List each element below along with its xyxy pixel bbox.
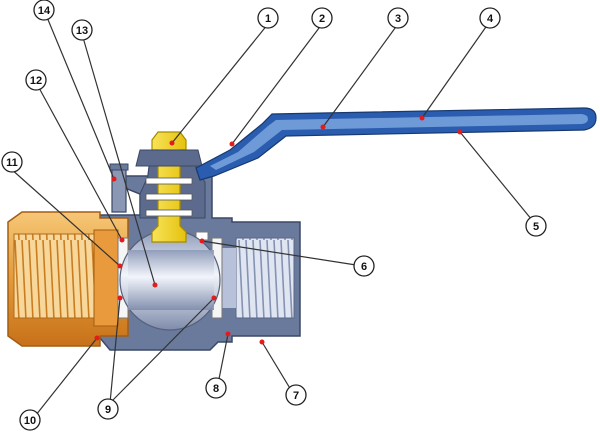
callout-label-10: 10 (24, 415, 36, 427)
leader-line-9b (109, 297, 215, 404)
marker-dot-4 (419, 115, 425, 121)
marker-dot-9b (211, 295, 217, 301)
callout-label-2: 2 (319, 13, 325, 25)
marker-dot-6 (199, 238, 205, 244)
end-connector (7, 211, 129, 347)
callout-label-6: 6 (361, 261, 367, 273)
callout-marker-icon (71, 19, 93, 41)
connector-collar (93, 229, 119, 327)
marker-dot-11 (117, 263, 123, 269)
marker-dot-7 (259, 339, 265, 345)
stop-pin-cap (109, 163, 129, 171)
callout-label-1: 1 (265, 13, 271, 25)
ball-bore (128, 250, 214, 310)
callout-marker-icon (285, 384, 307, 406)
leader-line-1 (171, 23, 269, 144)
callout-label-4: 4 (487, 13, 494, 25)
callout-label-8: 8 (213, 383, 219, 395)
callout-13: 13 (71, 19, 93, 41)
marker-dot-2 (229, 141, 235, 147)
stop-pin-body (111, 167, 127, 213)
leader-lines (9, 9, 533, 421)
leader-line-10 (31, 337, 98, 421)
callout-marker-icon (19, 409, 41, 431)
callout-label-9: 9 (105, 404, 111, 416)
gland-nut (135, 149, 203, 167)
leader-line-8 (217, 333, 229, 385)
callout-label-5: 5 (533, 221, 539, 233)
leader-line-12 (37, 85, 123, 241)
callout-marker-icon (205, 377, 227, 399)
callout-label-7: 7 (293, 390, 299, 402)
callout-marker-icon (257, 7, 279, 29)
marker-dot-14 (111, 176, 117, 182)
leader-line-14 (43, 9, 115, 180)
callout-marker-icon (1, 151, 23, 173)
marker-dots (94, 115, 463, 345)
leader-line-5 (459, 131, 533, 221)
callout-8: 8 (205, 377, 227, 399)
leader-line-9a (109, 297, 121, 404)
callout-marker-icon (353, 255, 375, 277)
callout-label-11: 11 (6, 157, 18, 169)
ball (119, 229, 221, 331)
callout-label-13: 13 (76, 25, 88, 37)
leader-line-2 (231, 23, 323, 145)
callout-marker-icon (387, 7, 409, 29)
stem (135, 131, 203, 243)
callout-4: 4 (479, 7, 501, 29)
callout-9: 9 (97, 398, 119, 420)
leader-line-13 (81, 33, 156, 286)
callout-marker-icon (33, 0, 55, 21)
callout-3: 3 (387, 7, 409, 29)
callout-5: 5 (525, 215, 547, 237)
marker-dot-13 (152, 282, 158, 288)
callout-2: 2 (311, 7, 333, 29)
packing-ring-1 (145, 177, 193, 185)
callouts: 1 2 3 4 5 6 7 8 (1, 0, 547, 431)
callout-marker-icon (25, 69, 47, 91)
leader-line-3 (322, 23, 399, 128)
callout-10: 10 (19, 409, 41, 431)
callout-label-14: 14 (38, 5, 51, 17)
callout-6: 6 (353, 255, 375, 277)
handle-cover (210, 114, 588, 170)
leader-line-11 (9, 167, 121, 267)
marker-dot-12 (119, 237, 125, 243)
callout-label-12: 12 (30, 75, 42, 87)
packing-ring-2 (145, 193, 193, 201)
marker-dot-5 (457, 129, 463, 135)
callout-marker-icon (97, 398, 119, 420)
marker-dot-10 (94, 335, 100, 341)
callout-marker-icon (479, 7, 501, 29)
leader-line-4 (421, 23, 489, 119)
marker-dot-8 (225, 331, 231, 337)
right-bore-inner (222, 248, 236, 308)
callout-12: 12 (25, 69, 47, 91)
callout-1: 1 (257, 7, 279, 29)
packing-ring-3 (145, 209, 193, 217)
marker-dot-9a (117, 295, 123, 301)
callout-marker-icon (525, 215, 547, 237)
left-bore-thread (13, 233, 95, 319)
marker-dot-3 (320, 124, 326, 130)
callout-marker-icon (311, 7, 333, 29)
stop-pin (109, 163, 129, 213)
leader-line-7 (261, 341, 292, 391)
callout-14: 14 (33, 0, 55, 21)
right-bore-thread (235, 237, 295, 319)
leader-line-6 (201, 240, 357, 266)
callout-11: 11 (1, 151, 23, 173)
marker-dot-1 (169, 140, 175, 146)
callout-label-3: 3 (395, 13, 401, 25)
callout-7: 7 (285, 384, 307, 406)
handle (195, 107, 597, 181)
